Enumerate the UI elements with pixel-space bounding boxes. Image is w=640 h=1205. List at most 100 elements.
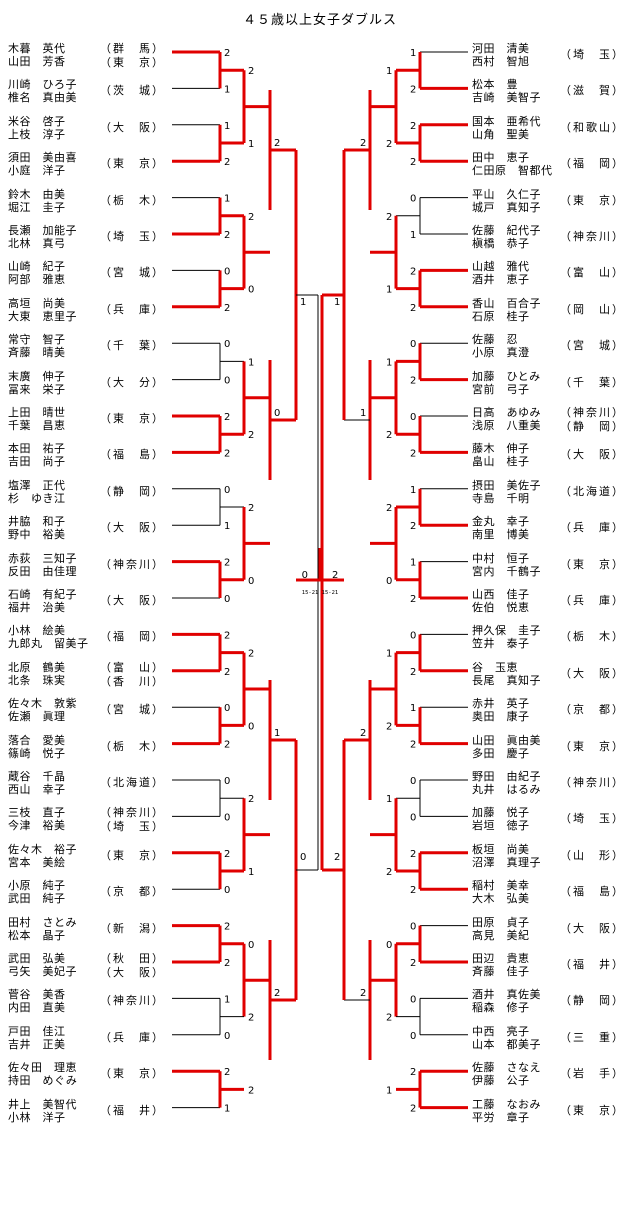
player-name: 吉崎 美智子 [472, 91, 541, 105]
game-count: 2 [386, 503, 392, 514]
player-name: 佐々田 理恵 [8, 1061, 77, 1075]
prefecture: （兵 庫） [100, 1030, 165, 1044]
left-entry: 蔵谷 千晶西山 幸子（北海道） [8, 770, 178, 800]
right-entry: 金丸 幸子南里 博美（兵 庫） [472, 515, 640, 545]
game-count: 0 [274, 408, 280, 419]
player-name: 丸井 はるみ [472, 783, 541, 796]
player-name: 奥田 康子 [472, 710, 530, 724]
game-count: 1 [386, 649, 392, 660]
player-name: 山西 佳子 [472, 588, 530, 601]
player-name: 高見 美紀 [472, 928, 530, 942]
prefecture: （栃 木） [560, 630, 625, 644]
prefecture: （東 京） [560, 739, 625, 753]
game-count: 0 [410, 194, 416, 205]
game-count: 2 [410, 157, 416, 168]
game-count: 2 [410, 84, 416, 95]
player-name: 川崎 ひろ子 [8, 78, 77, 92]
player-name: 持田 めぐみ [8, 1074, 78, 1088]
player-name: 沼澤 真理子 [472, 855, 541, 869]
game-count: 2 [248, 1085, 254, 1096]
prefecture: （東 京） [100, 1067, 165, 1081]
game-count: 1 [224, 121, 230, 132]
game-count: 0 [224, 1031, 230, 1042]
right-entry: 山越 雅代酒井 恵子（富 山） [472, 260, 640, 290]
player-name: 塩澤 正代 [8, 478, 66, 492]
player-name: 田原 貞子 [472, 915, 530, 929]
prefecture: （宮 城） [100, 266, 165, 280]
game-count: 1 [274, 728, 280, 739]
left-entry: 武田 弘美弓矢 美妃子（秋 田） （大 阪） [8, 952, 178, 982]
player-name: 笠井 泰子 [472, 637, 530, 651]
game-count: 1 [224, 1104, 230, 1115]
right-entry: 田辺 貴恵斉藤 佳子（福 井） [472, 952, 640, 982]
right-entry: 平山 久仁子城戸 真知子（東 京） [472, 188, 640, 218]
player-name: 国本 亜希代 [472, 114, 541, 128]
player-name: 北原 鶴美 [8, 660, 66, 674]
player-name: 佐藤 忍 [472, 333, 518, 347]
right-entry: 佐藤 忍小原 真澄（宮 城） [472, 333, 640, 363]
prefecture: （福 井） [100, 1103, 165, 1117]
left-entry: 井脇 和子野中 裕美（大 阪） [8, 515, 178, 545]
player-name: 蔵谷 千晶 [8, 770, 66, 783]
game-count: 0 [248, 940, 254, 951]
game-count: 2 [410, 1104, 416, 1115]
game-count: 2 [224, 630, 230, 641]
left-entry: 三枝 直子今津 裕美（神奈川） （埼 玉） [8, 806, 178, 836]
player-name: 小原 真澄 [472, 346, 530, 360]
game-count: 2 [386, 212, 392, 223]
player-name: 田中 恵子 [472, 151, 530, 165]
prefecture: （千 葉） [560, 375, 625, 389]
game-count: 2 [224, 1067, 230, 1078]
game-count: 2 [410, 448, 416, 459]
game-count: 2 [274, 138, 280, 149]
player-name: 須田 美由喜 [8, 151, 77, 165]
prefecture: （神奈川） （埼 玉） [100, 806, 165, 834]
game-count: 2 [410, 667, 416, 678]
right-entry: 日高 あゆみ浅原 八重美（神奈川） （静 岡） [472, 406, 640, 436]
prefecture: （北海道） [100, 776, 165, 789]
left-entry: 長瀬 加能子北林 真弓（埼 玉） [8, 224, 178, 254]
player-name: 酒井 恵子 [472, 273, 530, 287]
prefecture: （群 馬） （東 京） [100, 42, 165, 69]
player-name: 金丸 幸子 [472, 515, 530, 529]
player-name: 押久保 圭子 [472, 624, 541, 638]
left-entry: 落合 愛美篠崎 悦子（栃 木） [8, 734, 178, 764]
player-name: 戸田 佳江 [8, 1024, 66, 1038]
left-entry: 山崎 紀子阿部 雅恵（宮 城） [8, 260, 178, 290]
game-count: 0 [410, 412, 416, 423]
prefecture: （宮 城） [100, 703, 165, 717]
left-entry: 本田 祐子吉田 尚子（福 島） [8, 442, 178, 472]
game-count: 1 [386, 285, 392, 296]
left-entry: 佐々木 裕子宮本 美絵（東 京） [8, 843, 178, 873]
game-count: 2 [274, 988, 280, 999]
game-count: 1 [386, 794, 392, 805]
game-count: 2 [224, 157, 230, 168]
game-count: 2 [224, 448, 230, 459]
player-name: 山田 眞由美 [472, 733, 541, 747]
game-count: 0 [386, 940, 392, 951]
right-entry: 赤井 英子奥田 康子（京 都） [472, 697, 640, 727]
final-score: 15-21 15-21 [302, 590, 338, 596]
player-name: 摂田 美佐子 [472, 478, 541, 492]
player-name: 稲村 美幸 [472, 879, 530, 893]
game-count: 1 [360, 408, 366, 419]
game-count: 2 [224, 558, 230, 569]
game-count: 1 [410, 485, 416, 496]
player-name: 石崎 有紀子 [8, 588, 77, 601]
prefecture: （北海道） [560, 484, 625, 498]
prefecture: （兵 庫） [560, 521, 625, 535]
prefecture: （神奈川） [560, 230, 625, 243]
left-entry: 北原 鶴美北条 珠実（富 山） （香 川） [8, 661, 178, 691]
game-count: 0 [410, 630, 416, 641]
game-count: 2 [410, 594, 416, 605]
player-name: 藤木 伸子 [472, 442, 530, 456]
game-count: 2 [224, 958, 230, 969]
player-name: 寺島 千明 [472, 491, 530, 505]
right-entry: 摂田 美佐子寺島 千明 （北海道） [472, 479, 640, 509]
player-name: 平山 久仁子 [472, 187, 541, 201]
right-entry: 加藤 ひとみ宮前 弓子（千 葉） [472, 370, 640, 400]
player-name: 小林 絵美 [8, 624, 66, 638]
game-count: 1 [224, 521, 230, 532]
prefecture: （兵 庫） [100, 302, 165, 316]
